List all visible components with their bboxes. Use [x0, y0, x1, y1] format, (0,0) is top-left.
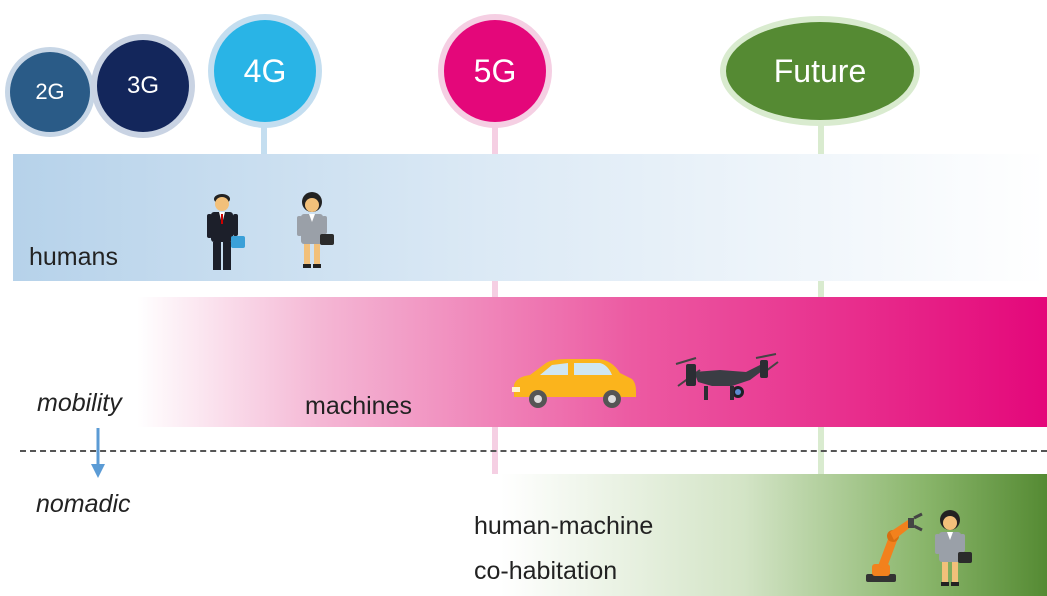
drone-icon: [675, 353, 779, 400]
generation-3g-label: 3G: [126, 72, 159, 99]
generation-2g-label: 2G: [35, 79, 65, 104]
machines-label: machines: [305, 392, 412, 420]
generation-future-label: Future: [773, 52, 867, 89]
machines-band: [13, 297, 1047, 427]
businesswoman-icon: [297, 192, 334, 268]
businesswoman-icon: [935, 510, 972, 586]
cohabitation-label-line2: co-habitation: [474, 557, 618, 585]
5g-connector-line: [492, 115, 498, 475]
humans-label: humans: [29, 243, 118, 271]
nomadic-label: nomadic: [36, 490, 131, 518]
generation-4g-bubble: 4G: [214, 20, 316, 122]
humans-band: [13, 154, 1047, 281]
generation-2g-bubble: 2G: [10, 52, 90, 132]
4g-connector-line: [261, 115, 267, 155]
generation-5g-label: 5G: [473, 52, 517, 89]
robot-arm-icon: [866, 512, 923, 582]
businessman-icon: [207, 194, 245, 270]
mobility-label: mobility: [37, 389, 122, 417]
generation-4g-label: 4G: [243, 52, 287, 89]
cohabitation-label-line1: human-machine: [474, 512, 654, 540]
generation-3g-bubble: 3G: [97, 40, 189, 132]
car-icon: [512, 359, 636, 408]
generation-5g-bubble: 5G: [444, 20, 546, 122]
down-arrow-icon: [91, 428, 105, 478]
generation-future-bubble: Future: [726, 22, 914, 120]
future-connector-line: [818, 115, 824, 475]
dashed-separator: [20, 450, 1047, 452]
